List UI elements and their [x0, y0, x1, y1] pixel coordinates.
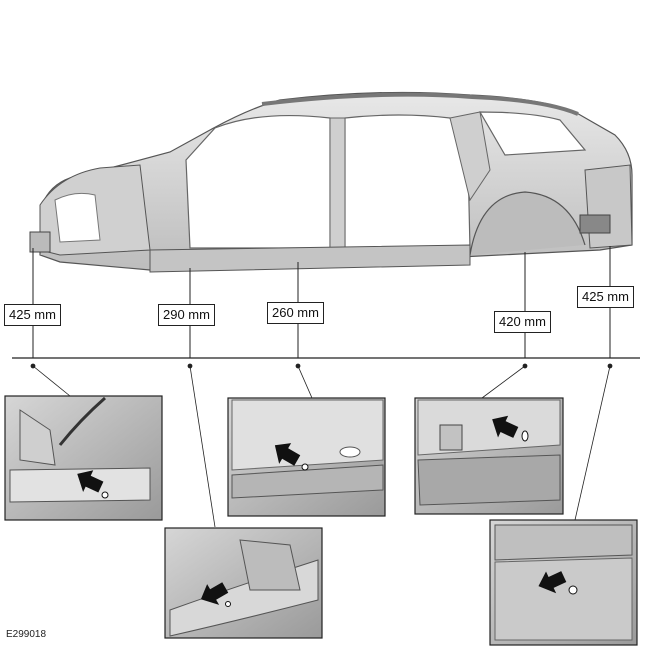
arrow-indicator-5 — [538, 571, 567, 594]
dimension-label-3: 260 mm — [267, 302, 324, 324]
dimension-label-5: 425 mm — [577, 286, 634, 308]
arrow-indicator-1 — [77, 470, 104, 493]
detail-view-2 — [164, 527, 323, 639]
rear-door-opening — [344, 114, 471, 253]
quarter-window-opening — [478, 111, 587, 156]
rear-wheel-arch — [469, 191, 586, 256]
dimension-label-2: 290 mm — [158, 304, 215, 326]
arrow-indicator-4 — [492, 415, 519, 438]
arrow-indicator-2 — [200, 582, 229, 605]
dimension-label-4: 420 mm — [494, 311, 551, 333]
detail-view-3 — [227, 397, 386, 517]
detail-view-1 — [4, 395, 163, 521]
figure-id: E299018 — [6, 629, 47, 640]
vehicle-body-illustration — [29, 91, 633, 273]
detail-view-5 — [489, 519, 638, 646]
sill-panel — [149, 244, 471, 273]
detail-leaders — [30, 363, 613, 528]
detail-view-4 — [414, 397, 564, 515]
front-door-opening — [185, 114, 331, 249]
arrow-indicator-3 — [274, 443, 301, 466]
dimension-label-1: 425 mm — [4, 304, 61, 326]
